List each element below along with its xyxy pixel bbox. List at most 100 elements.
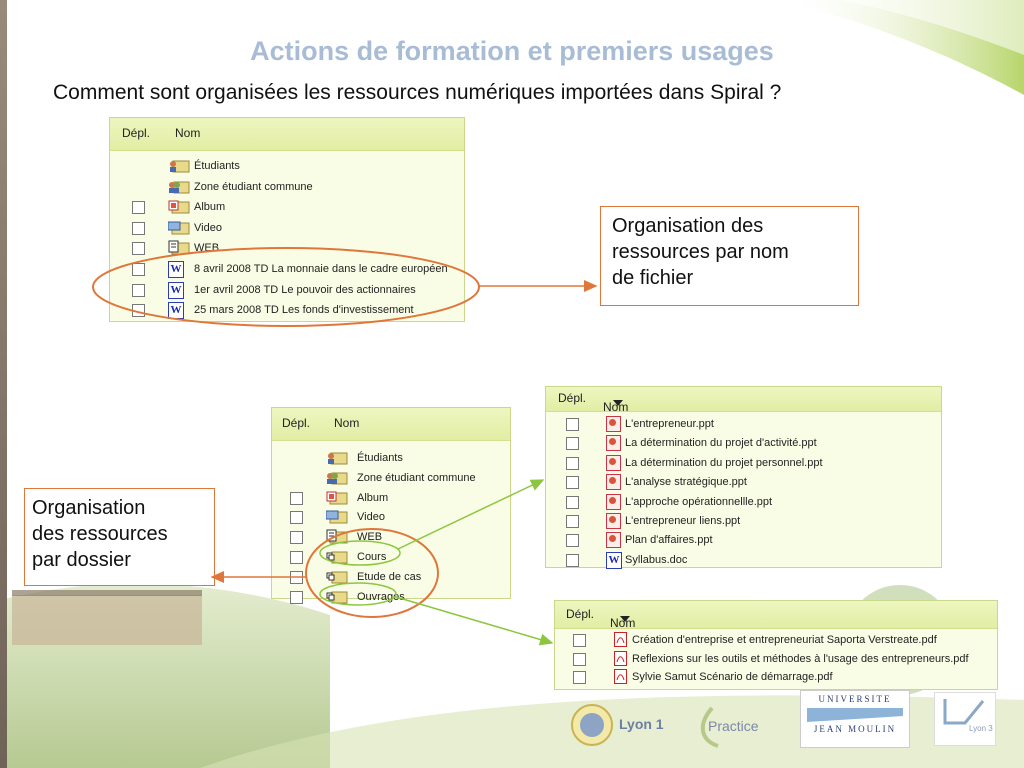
list-item[interactable]: L'approche opérationnellle.ppt: [546, 493, 939, 513]
row-checkbox[interactable]: [566, 476, 579, 490]
list-item[interactable]: Zone étudiant commune: [110, 178, 462, 198]
column-header-depl[interactable]: Dépl.: [558, 391, 587, 405]
item-label[interactable]: Ouvrages: [357, 590, 405, 603]
column-header-nom[interactable]: Nom: [334, 416, 360, 430]
row-checkbox[interactable]: [132, 201, 145, 215]
row-checkbox[interactable]: [566, 553, 579, 567]
list-item[interactable]: Ouvrages: [272, 588, 508, 608]
list-item[interactable]: Video: [110, 219, 462, 239]
row-checkbox[interactable]: [132, 242, 145, 256]
callout-by-folder: Organisation des ressources par dossier: [24, 488, 215, 586]
item-label[interactable]: Cours: [357, 551, 387, 563]
row-checkbox[interactable]: [573, 671, 586, 684]
column-header-depl[interactable]: Dépl.: [282, 416, 311, 430]
list-item[interactable]: Album: [110, 198, 462, 218]
list-item[interactable]: Reflexions sur les outils et méthodes à …: [555, 650, 995, 670]
row-checkbox[interactable]: [290, 551, 303, 564]
list-item[interactable]: Sylvie Samut Scénario de démarrage.pdf: [555, 668, 995, 688]
item-label[interactable]: Création d'entreprise et entrepreneuriat…: [632, 634, 937, 646]
callout-line: Organisation des: [612, 215, 764, 237]
video-folder-icon: [325, 509, 348, 527]
row-checkbox[interactable]: [566, 418, 579, 431]
users-folder-icon: [326, 450, 348, 468]
list-item[interactable]: Création d'entreprise et entrepreneuriat…: [555, 631, 995, 651]
item-label[interactable]: Etude de cas: [357, 570, 422, 583]
item-label[interactable]: La détermination du projet d'activité.pp…: [625, 437, 817, 450]
item-label[interactable]: Syllabus.doc: [625, 553, 688, 566]
row-checkbox[interactable]: [132, 221, 145, 235]
list-item[interactable]: Etude de cas: [272, 568, 508, 588]
item-label[interactable]: L'analyse stratégique.ppt: [625, 476, 747, 489]
item-label[interactable]: Sylvie Samut Scénario de démarrage.pdf: [632, 671, 833, 683]
item-label[interactable]: Album: [357, 491, 389, 504]
item-label[interactable]: Video: [194, 221, 222, 234]
users-folder-icon: [168, 158, 190, 176]
powerpoint-file-icon: [606, 532, 621, 549]
row-checkbox[interactable]: [132, 283, 145, 297]
item-label[interactable]: La détermination du projet personnel.ppt: [625, 456, 823, 469]
list-item[interactable]: Étudiants: [272, 449, 508, 469]
panel-header: Dépl. Nom: [555, 601, 997, 630]
item-label[interactable]: L'entrepreneur liens.ppt: [625, 515, 741, 527]
list-item[interactable]: L'entrepreneur.ppt: [546, 415, 939, 435]
pdf-file-icon: [614, 669, 627, 687]
list-item[interactable]: La détermination du projet personnel.ppt: [546, 454, 939, 474]
row-checkbox[interactable]: [132, 263, 145, 276]
jm-logo-icon: [807, 708, 903, 722]
list-item[interactable]: Zone étudiant commune: [272, 469, 508, 489]
sort-caret-icon[interactable]: [620, 616, 630, 622]
item-label[interactable]: Reflexions sur les outils et méthodes à …: [632, 652, 969, 665]
row-checkbox[interactable]: [566, 534, 579, 548]
row-checkbox[interactable]: [290, 590, 303, 604]
item-label[interactable]: L'approche opérationnellle.ppt: [625, 495, 773, 508]
row-checkbox[interactable]: [566, 456, 579, 470]
list-item[interactable]: Plan d'affaires.ppt: [546, 531, 939, 551]
row-checkbox[interactable]: [573, 652, 586, 666]
row-checkbox[interactable]: [290, 511, 303, 525]
list-item[interactable]: Étudiants: [110, 157, 462, 177]
item-label[interactable]: Étudiants: [357, 452, 403, 464]
callout-by-filename: Organisation des ressources par nom de f…: [600, 206, 859, 306]
item-label[interactable]: Video: [357, 511, 385, 524]
word-document-icon: W: [168, 281, 184, 299]
column-header-depl[interactable]: Dépl.: [122, 126, 151, 140]
row-checkbox[interactable]: [566, 495, 579, 509]
item-label[interactable]: 1er avril 2008 TD Le pouvoir des actionn…: [194, 283, 416, 296]
item-label[interactable]: 25 mars 2008 TD Les fonds d'investisseme…: [194, 304, 414, 317]
column-header-nom[interactable]: Nom: [175, 126, 201, 140]
item-label[interactable]: WEB: [357, 531, 383, 544]
item-label[interactable]: L'entrepreneur.ppt: [625, 418, 714, 430]
row-checkbox[interactable]: [573, 634, 586, 647]
item-label[interactable]: Album: [194, 201, 226, 214]
item-label[interactable]: Plan d'affaires.ppt: [625, 534, 713, 547]
item-label[interactable]: Étudiants: [194, 160, 240, 172]
row-checkbox[interactable]: [566, 437, 579, 451]
list-item[interactable]: La détermination du projet d'activité.pp…: [546, 434, 939, 454]
row-checkbox[interactable]: [566, 515, 579, 528]
practice-label: Practice: [708, 718, 759, 734]
page-title: Actions de formation et premiers usages: [250, 36, 774, 66]
row-checkbox[interactable]: [290, 491, 303, 505]
item-label[interactable]: 8 avril 2008 TD La monnaie dans le cadre…: [194, 263, 448, 275]
sort-caret-icon[interactable]: [613, 400, 623, 406]
panel-header: Dépl. Nom: [110, 118, 464, 151]
list-item[interactable]: Album: [272, 489, 508, 509]
list-item[interactable]: L'analyse stratégique.ppt: [546, 473, 939, 493]
column-header-depl[interactable]: Dépl.: [566, 607, 595, 621]
list-item[interactable]: W 1er avril 2008 TD Le pouvoir des action…: [110, 281, 462, 301]
list-item[interactable]: L'entrepreneur liens.ppt: [546, 512, 939, 532]
list-item[interactable]: Cours: [272, 548, 508, 568]
folder-contents-ouvrages: Dépl. Nom Création d'entreprise et entre…: [554, 600, 998, 690]
item-label[interactable]: Zone étudiant commune: [357, 471, 476, 484]
row-checkbox[interactable]: [290, 531, 303, 545]
logo-lyon3: Lyon 3: [934, 692, 996, 746]
list-item[interactable]: Video: [272, 508, 508, 528]
item-label[interactable]: Zone étudiant commune: [194, 180, 313, 193]
